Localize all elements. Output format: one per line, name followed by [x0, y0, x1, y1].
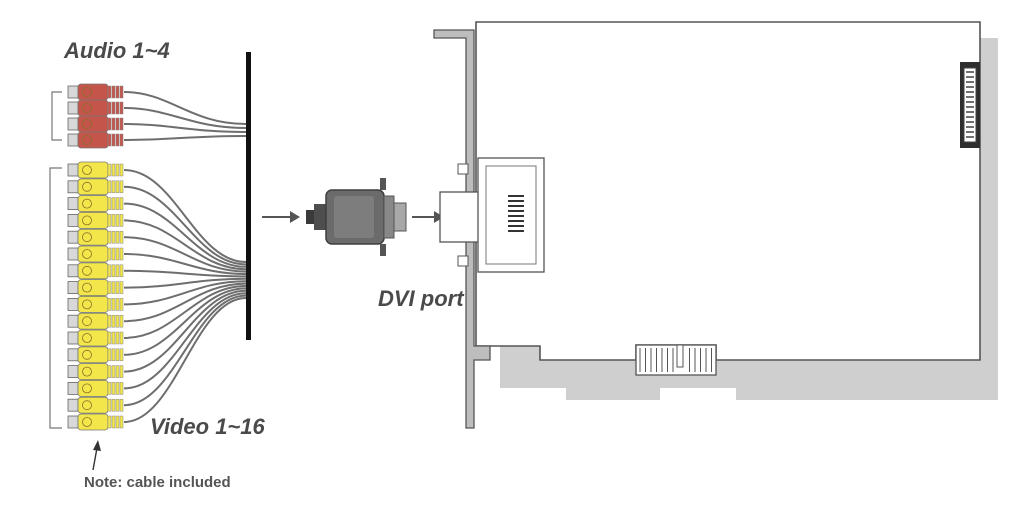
video-connector — [67, 211, 124, 229]
video-cable — [123, 269, 247, 278]
video-cable — [123, 280, 247, 306]
video-connector — [67, 295, 124, 313]
video-cable — [123, 219, 247, 271]
note-label: Note: cable included — [84, 474, 231, 491]
video-cable — [123, 285, 247, 339]
video-connector — [67, 396, 124, 414]
video-connector — [67, 245, 124, 263]
pcie-capture-card — [433, 21, 998, 429]
video-cable — [123, 202, 247, 268]
video-connector — [67, 161, 124, 179]
cable-bundle — [123, 91, 247, 423]
video-cable — [123, 294, 247, 407]
video-connector-group — [67, 161, 124, 431]
audio-bracket-line — [51, 91, 62, 141]
video-connector — [67, 329, 124, 347]
video-connector — [67, 262, 124, 280]
arrow-to-plug-icon — [262, 211, 300, 223]
dvi-port-label: DVI port — [378, 286, 464, 311]
video-cable — [123, 287, 247, 356]
video-connector — [67, 195, 124, 213]
video-bracket-line — [49, 167, 62, 429]
audio-cable — [123, 91, 247, 125]
cable-mount-bar — [246, 52, 251, 340]
card-board — [475, 21, 981, 361]
audio-cable — [123, 107, 247, 129]
video-cable — [123, 277, 247, 289]
video-connector — [67, 346, 124, 364]
video-connector — [67, 228, 124, 246]
video-cable — [123, 292, 247, 390]
audio-cable — [123, 123, 247, 133]
audio-connector — [67, 99, 124, 117]
video-connector — [67, 312, 124, 330]
pin-header-connector — [960, 62, 980, 148]
video-connector — [67, 363, 124, 381]
audio-cable — [123, 135, 247, 141]
video-cable — [123, 282, 247, 323]
video-cable — [123, 185, 247, 266]
video-cable — [123, 253, 247, 275]
video-cable — [123, 236, 247, 273]
dvi-port — [439, 157, 545, 273]
audio-connector-group — [67, 83, 124, 149]
pcie-edge-connector — [635, 344, 717, 376]
video-connector — [67, 178, 124, 196]
arrow-to-port-icon — [412, 211, 444, 223]
audio-connector — [67, 115, 124, 133]
audio-connector — [67, 131, 124, 149]
video-cable — [123, 297, 247, 423]
video-connector — [67, 279, 124, 297]
video-cable — [123, 169, 247, 263]
audio-connector — [67, 83, 124, 101]
video-connector — [67, 413, 124, 431]
dvi-plug — [306, 178, 407, 256]
video-connector — [67, 379, 124, 397]
video-label: Video 1~16 — [150, 414, 265, 439]
video-cable — [123, 289, 247, 373]
audio-label: Audio 1~4 — [64, 38, 170, 63]
